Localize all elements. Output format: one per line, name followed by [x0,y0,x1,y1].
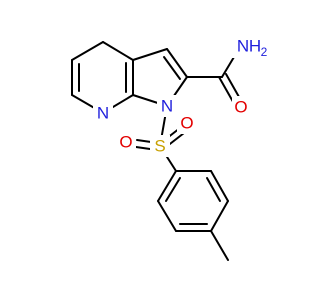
structure-canvas: N H 2 O N N S O O [71,34,272,261]
pyrrole-nitrogen-label: N [161,97,173,116]
label-mask [157,95,177,117]
bond [163,56,181,80]
pyridine-nitrogen-label: N [97,104,109,123]
amide-nitrogen-label: N [237,37,249,56]
amide-oxygen-label: O [234,98,247,117]
label-mask [228,34,272,58]
bond [71,41,104,61]
label-mask [232,96,250,118]
bond [102,41,134,61]
label-mask [150,135,170,157]
sulfonyl-oxygen-left-label: O [119,133,132,152]
amide-hydrogen-count: 2 [261,45,268,59]
bond [157,200,177,232]
molecule-structure: N H 2 O N N S O O [71,34,272,261]
label-mask [93,102,113,124]
sulfur-label: S [154,137,165,156]
bond [132,48,168,61]
label-mask [116,131,136,153]
bond [165,177,181,202]
amide-hydrogen-label: H [249,37,261,56]
label-mask [177,112,197,134]
bond [210,170,229,202]
bond [206,177,221,202]
bond [210,230,229,261]
bond [166,48,188,78]
bond [157,170,177,202]
sulfonyl-oxygen-right-label: O [180,114,193,133]
bond [210,200,229,232]
